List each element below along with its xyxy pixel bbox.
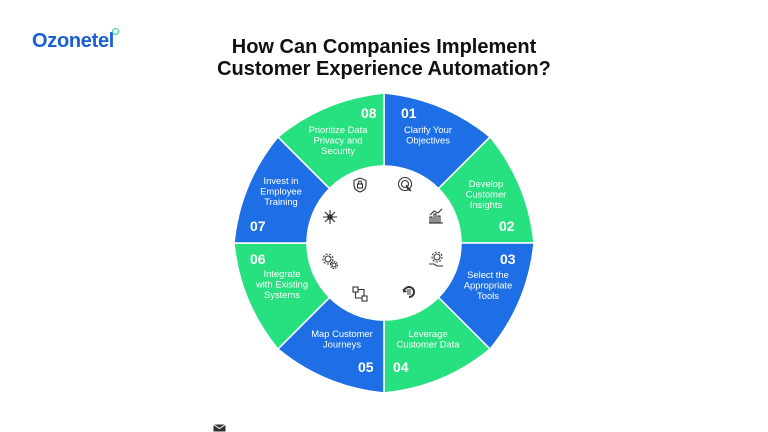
gear-hand-icon — [429, 251, 443, 267]
mail-icon — [213, 424, 226, 432]
wheel-center — [307, 166, 461, 320]
brand-logo: Ozonetel — [32, 30, 115, 52]
step-number-05: 05 — [358, 359, 374, 375]
logo-dot-icon — [112, 28, 119, 35]
bar-chart-icon — [429, 208, 443, 224]
step-number-08: 08 — [361, 105, 377, 121]
page-title-line-1: How Can Companies Implement — [231, 36, 537, 58]
step-number-07: 07 — [250, 218, 266, 234]
journey-map-icon — [352, 286, 368, 302]
step-number-04: 04 — [393, 359, 409, 375]
data-cycle-icon — [402, 286, 415, 298]
step-number-01: 01 — [401, 105, 417, 121]
network-icon — [323, 210, 337, 224]
page-title-line-2: Customer Experience Automation? — [217, 58, 551, 80]
step-number-06: 06 — [250, 251, 266, 267]
step-number-03: 03 — [500, 251, 516, 267]
step-number-02: 02 — [499, 218, 515, 234]
gears-icon — [322, 253, 339, 270]
shield-lock-icon — [353, 177, 367, 193]
target-click-icon — [397, 176, 413, 192]
